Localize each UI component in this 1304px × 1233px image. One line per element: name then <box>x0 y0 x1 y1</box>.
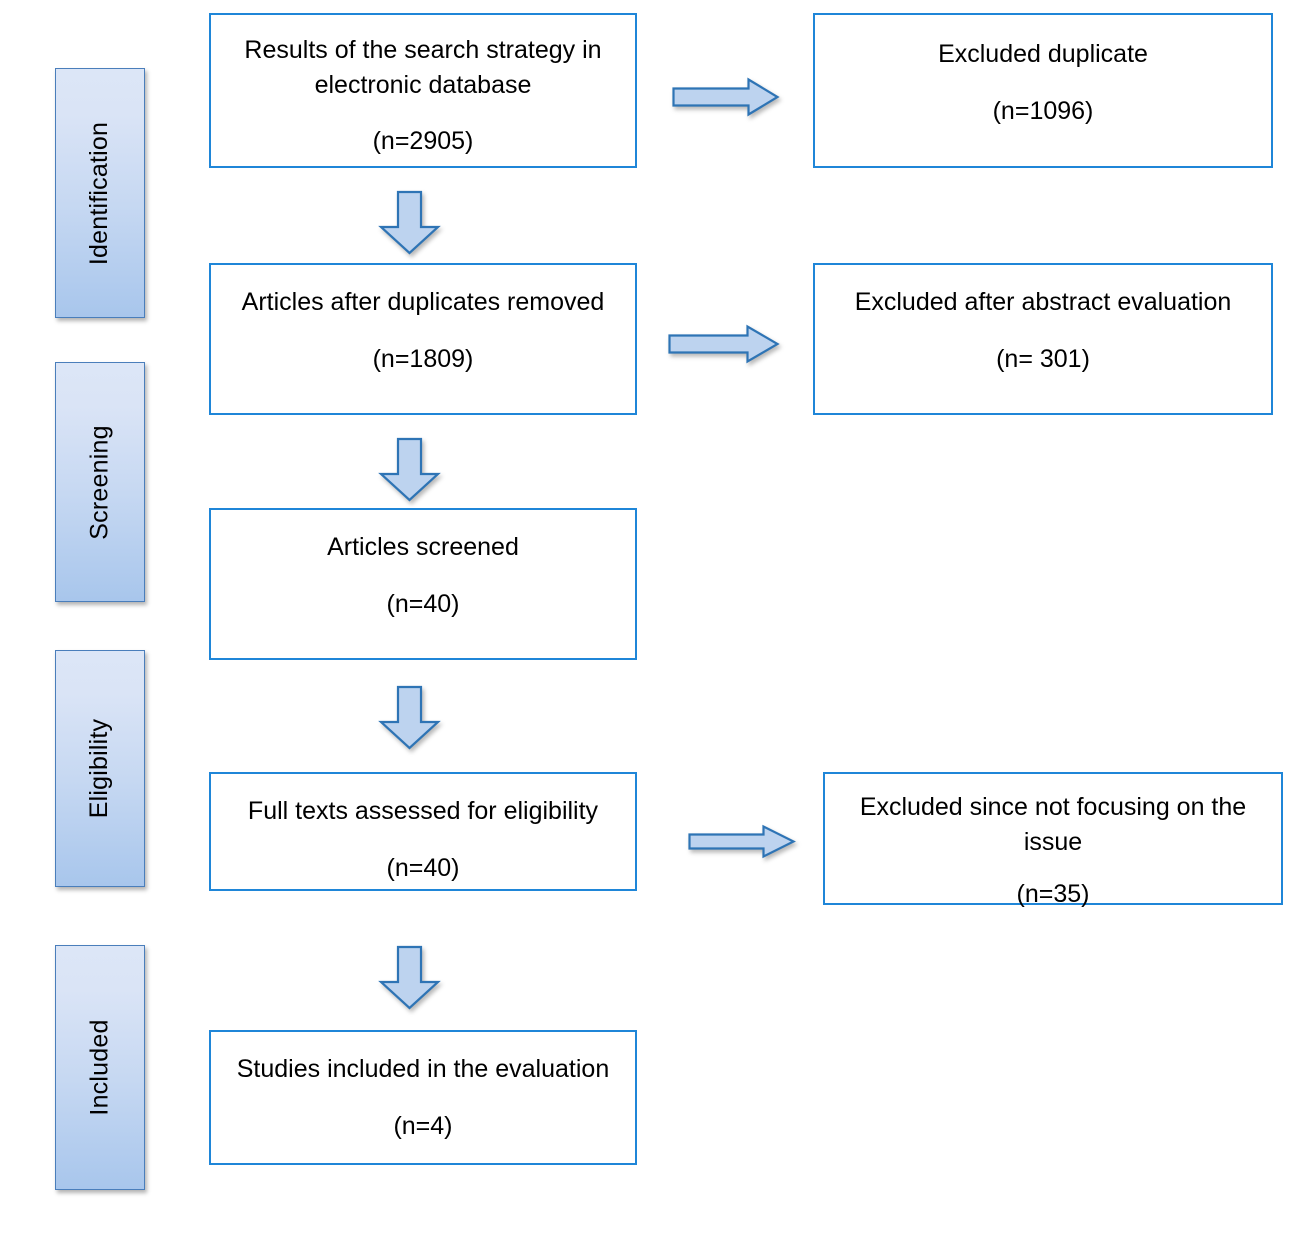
box-excluded-not-focusing: Excluded since not focusing on the issue… <box>823 772 1283 908</box>
box-excluded-duplicate-title: Excluded duplicate <box>938 40 1148 68</box>
box-articles-screened: Articles screened (n=40) <box>209 508 637 660</box>
box-articles-screened-count: (n=40) <box>386 589 460 618</box>
stage-label-included: Included <box>85 1019 114 1116</box>
arrow-right-identification <box>672 77 780 118</box>
stage-box-identification: Identification <box>55 68 145 318</box>
box-studies-included-count: (n=4) <box>393 1111 453 1140</box>
box-excluded-not-focusing-count: (n=35) <box>1016 880 1090 908</box>
box-full-texts-assessed: Full texts assessed for eligibility (n=4… <box>209 772 637 891</box>
stage-box-screening: Screening <box>55 362 145 602</box>
arrow-right-screening <box>668 324 780 365</box>
arrow-down-to-included <box>378 945 443 1011</box>
box-articles-screened-title: Articles screened <box>327 533 519 561</box>
stage-label-identification: Identification <box>85 121 114 265</box>
box-excluded-duplicate-count: (n=1096) <box>992 96 1094 125</box>
box-records-identified: Results of the search strategy in electr… <box>209 13 637 168</box>
box-after-duplicates-removed: Articles after duplicates removed (n=180… <box>209 263 637 415</box>
box-excluded-abstract: Excluded after abstract evaluation (n= 3… <box>813 263 1273 415</box>
box-studies-included-title: Studies included in the evaluation <box>236 1055 610 1083</box>
arrow-right-eligibility <box>688 824 796 859</box>
box-excluded-not-focusing-title: Excluded since not focusing on the issue <box>859 793 1247 856</box>
arrow-down-identification-to-screening <box>378 190 443 256</box>
box-full-texts-assessed-title: Full texts assessed for eligibility <box>247 797 599 825</box>
arrow-down-to-full-texts <box>378 685 443 751</box>
box-excluded-abstract-title: Excluded after abstract evaluation <box>854 288 1232 316</box>
box-after-duplicates-removed-title: Articles after duplicates removed <box>241 288 605 316</box>
box-studies-included: Studies included in the evaluation (n=4) <box>209 1030 637 1165</box>
box-full-texts-assessed-count: (n=40) <box>386 853 460 882</box>
stage-box-included: Included <box>55 945 145 1190</box>
box-records-identified-title: Results of the search strategy in electr… <box>244 36 602 99</box>
box-after-duplicates-removed-count: (n=1809) <box>372 344 474 373</box>
box-records-identified-count: (n=2905) <box>372 127 474 155</box>
stage-box-eligibility: Eligibility <box>55 650 145 887</box>
arrow-down-to-articles-screened <box>378 437 443 503</box>
box-excluded-abstract-count: (n= 301) <box>996 344 1090 373</box>
stage-label-screening: Screening <box>85 424 114 540</box>
stage-label-eligibility: Eligibility <box>85 718 114 819</box>
box-excluded-duplicate: Excluded duplicate (n=1096) <box>813 13 1273 168</box>
